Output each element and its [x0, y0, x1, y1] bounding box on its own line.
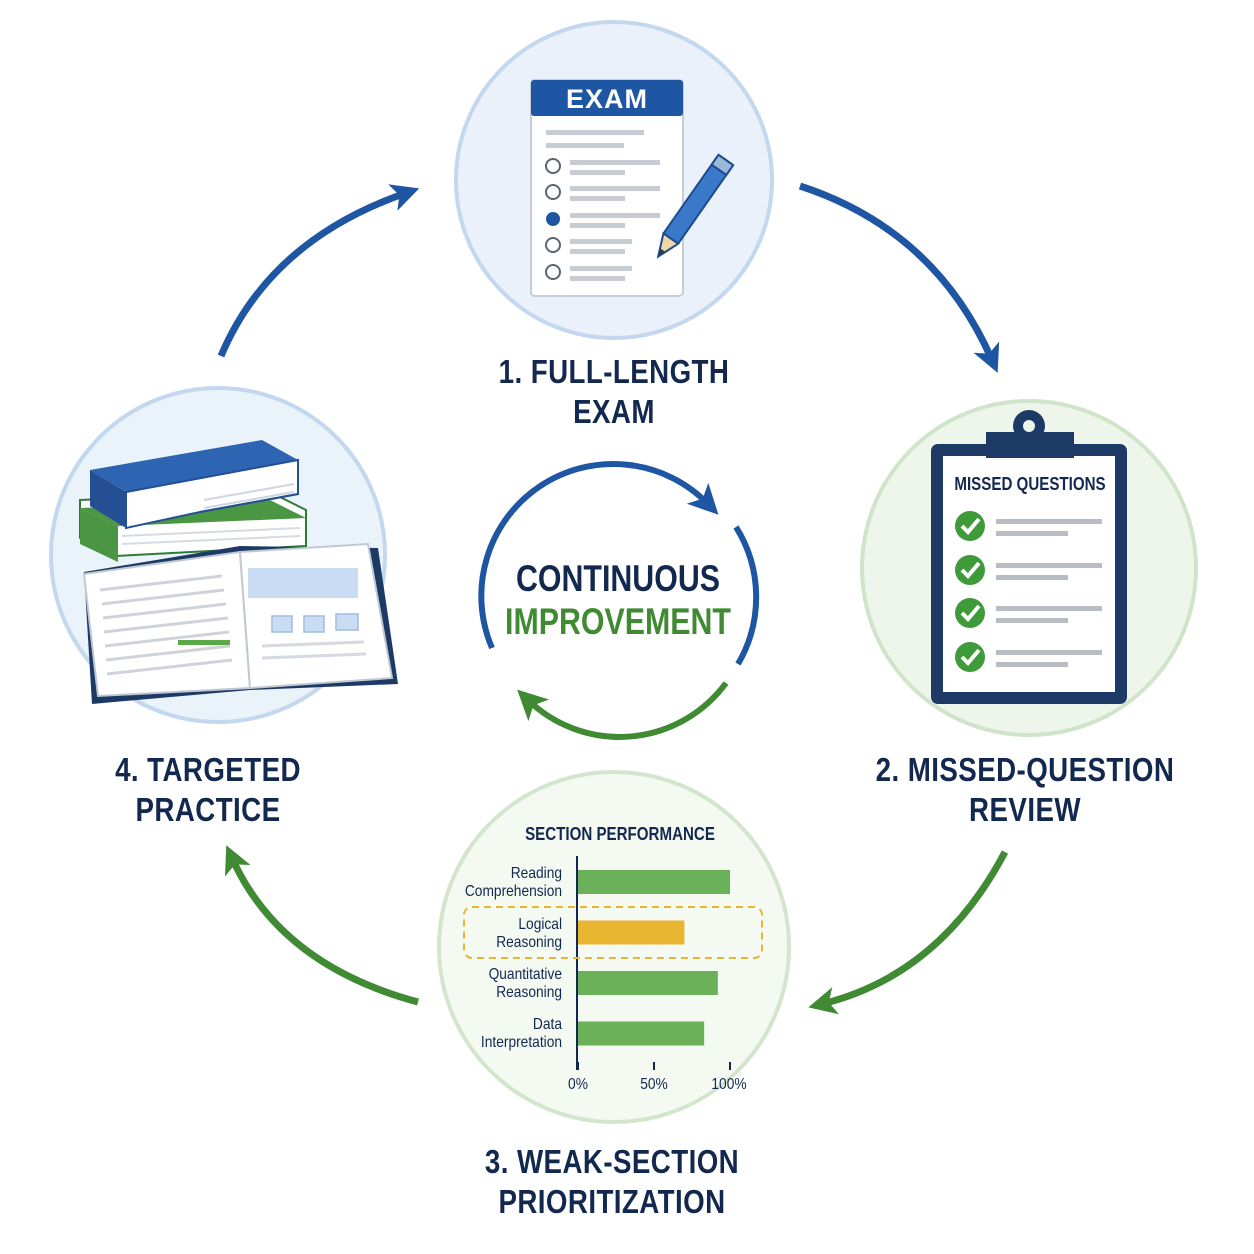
x-tick-label: 50% [640, 1076, 668, 1093]
bar-1 [578, 920, 685, 945]
center-arrow-blue [478, 460, 719, 650]
check-icon [955, 642, 985, 672]
x-tick-label: 100% [711, 1076, 747, 1093]
center-title-line2: IMPROVEMENT [505, 601, 731, 642]
arrow-prioritization-to-practice [224, 845, 419, 1006]
missed-questions-list [955, 511, 1102, 672]
arrow-practice-to-exam [217, 184, 420, 358]
weak-section-highlight [463, 906, 763, 959]
missed-questions-title: MISSED QUESTIONS [954, 474, 1106, 494]
check-icon [955, 555, 985, 585]
center-title-line1: CONTINUOUS [516, 558, 720, 599]
center-arrow-blue-tail [733, 525, 760, 666]
center-arrow-green [517, 681, 729, 740]
exam-header: EXAM [565, 84, 648, 114]
section-performance-chart [463, 856, 763, 1070]
x-tick-label: 0% [568, 1076, 588, 1093]
arrow-exam-to-review [798, 182, 1000, 373]
bar-2 [578, 971, 718, 995]
books-stack-icon [79, 440, 307, 562]
bar-0 [578, 870, 730, 894]
chart-x-ticks [577, 1062, 731, 1070]
exam-sheet-icon [530, 79, 684, 297]
arrow-review-to-prioritization [808, 850, 1009, 1015]
chart-title: SECTION PERFORMANCE [525, 824, 715, 844]
check-icon [955, 598, 985, 628]
pencil-icon [656, 153, 735, 259]
open-book-icon [82, 542, 398, 704]
bar-3 [578, 1021, 705, 1046]
check-icon [955, 511, 985, 541]
chart-bars [578, 870, 730, 1046]
